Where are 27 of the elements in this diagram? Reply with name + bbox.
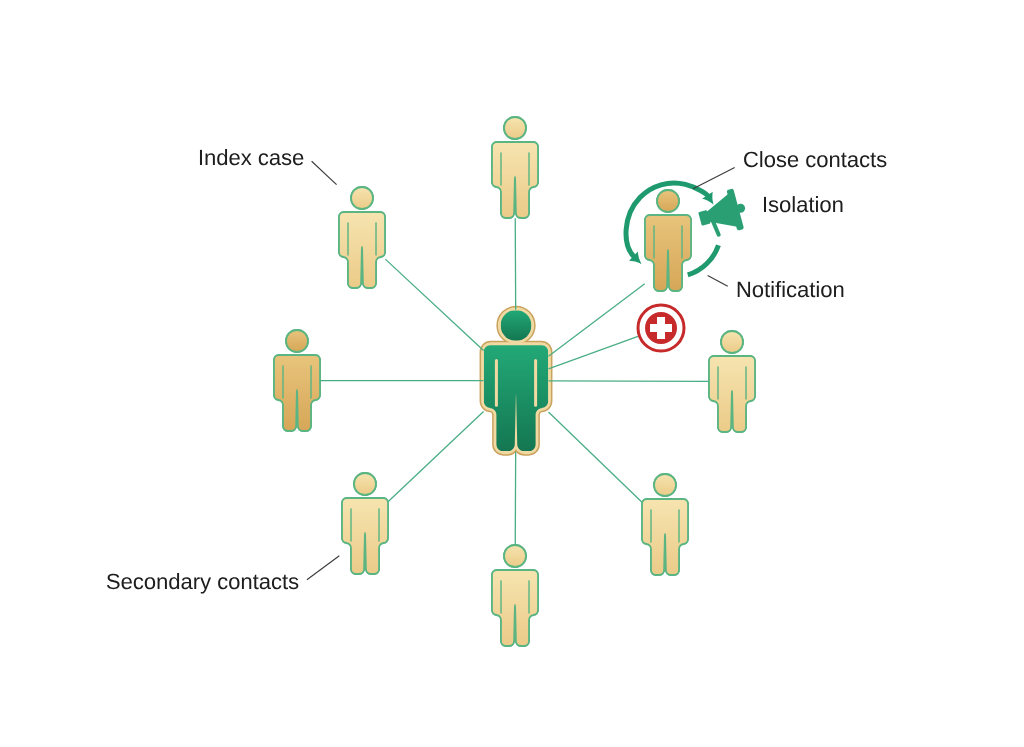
person-icon: [273, 329, 321, 432]
callout-label: Close contacts: [744, 151, 887, 168]
connector-line: [514, 451, 517, 546]
person-icon: [338, 186, 386, 289]
connector-line: [547, 380, 710, 383]
connector-line: [514, 217, 517, 311]
connector-line: [547, 283, 646, 357]
leader-line: [692, 166, 736, 190]
callout-label: Secondary contacts: [106, 573, 299, 594]
leader-line: [311, 160, 338, 186]
connector-line: [547, 335, 639, 370]
connector-line: [319, 379, 485, 382]
text-label: Isolation: [763, 196, 843, 213]
leader-line: [306, 555, 340, 581]
person-icon: [491, 544, 539, 647]
leader-line: [707, 274, 729, 287]
connector-line: [547, 411, 643, 503]
connector-line: [384, 258, 485, 352]
callout-label: Notification: [737, 281, 844, 298]
person-icon: [341, 472, 389, 575]
person-icon: [708, 330, 756, 433]
person-icon: [479, 305, 553, 456]
medical-cross-icon: [636, 303, 686, 353]
person-icon: [491, 116, 539, 219]
person-icon: [641, 473, 689, 576]
connector-line: [387, 410, 485, 503]
callout-label: Index case: [199, 149, 304, 166]
